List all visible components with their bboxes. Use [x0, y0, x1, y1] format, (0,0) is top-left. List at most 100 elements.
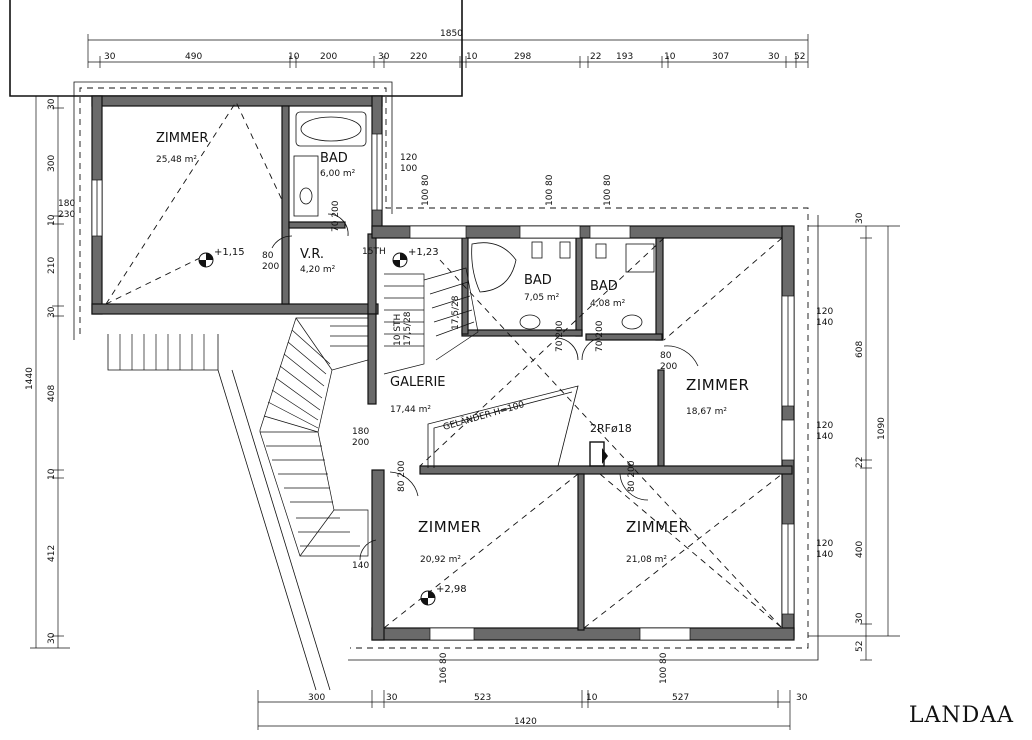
- stair-label: 17,5/28: [451, 295, 461, 330]
- door-mark: 70 200: [555, 320, 565, 352]
- dim-top-seg: 22: [590, 52, 601, 62]
- door-mark: 140: [352, 561, 369, 571]
- sanitary: [293, 111, 655, 467]
- dim-top-seg: 10: [466, 52, 478, 62]
- dim-top-seg: 298: [514, 52, 531, 62]
- dim-top-seg: 490: [185, 52, 202, 62]
- dim-bottom-seg: 523: [474, 693, 491, 703]
- dim-left-seg: 300: [47, 155, 57, 172]
- dim-top-seg: 30: [378, 52, 390, 62]
- dim-left-seg: 10: [47, 468, 57, 480]
- terrace-outline: [348, 215, 819, 661]
- stair-label: 17,5/28: [403, 311, 413, 346]
- dimension-right: 30 608 22 400 30 52 1090: [808, 212, 900, 661]
- room-area: 18,67 m²: [686, 407, 727, 417]
- room-name: BAD: [320, 151, 348, 166]
- door-swings: [271, 213, 699, 561]
- room-area: 21,08 m²: [626, 555, 667, 565]
- dim-top-seg: 220: [410, 52, 427, 62]
- room-area: 4,08 m²: [590, 299, 626, 309]
- dim-left-seg: 412: [47, 545, 57, 562]
- bathtub: [295, 111, 367, 147]
- dim-bottom-seg: 527: [672, 693, 689, 703]
- room-area: 17,44 m²: [390, 405, 431, 415]
- railing-label: GELÄNDER H=100: [442, 399, 526, 433]
- stair-label: 15TH: [362, 247, 386, 257]
- dim-bottom-seg: 30: [386, 693, 398, 703]
- door-mark: 80 200: [627, 460, 637, 492]
- chimney-label: 2RFø18: [590, 422, 632, 435]
- window-mark: 100 80: [603, 174, 613, 206]
- dim-left-seg: 10: [47, 214, 57, 226]
- eaves-outline: [79, 87, 809, 649]
- windows: [91, 133, 795, 641]
- dim-top-seg: 193: [616, 52, 633, 62]
- dim-left-seg: 408: [47, 385, 57, 402]
- dim-top-seg: 30: [104, 52, 116, 62]
- dim-right-seg: 22: [855, 457, 865, 468]
- room-area: 25,48 m²: [156, 155, 197, 165]
- dim-bottom-seg: 300: [308, 693, 325, 703]
- dimension-left: 1440 30 300 10 210 30 408 10 412 30: [25, 95, 70, 649]
- dim-bottom-seg: 30: [796, 693, 808, 703]
- dim-right-seg: 30: [855, 212, 865, 224]
- dim-top-seg: 10: [288, 52, 300, 62]
- chimney: [589, 441, 605, 467]
- dim-right-seg: 52: [855, 641, 865, 652]
- room-name: ZIMMER: [686, 376, 749, 394]
- stair-label: 10 STH: [393, 314, 403, 346]
- dim-top-seg: 30: [768, 52, 780, 62]
- dim-right-seg: 400: [855, 541, 865, 558]
- dim-top-seg: 200: [320, 52, 337, 62]
- room-name: ZIMMER: [156, 131, 208, 146]
- door-mark: 70 200: [595, 320, 605, 352]
- window-mark: 106 80: [439, 652, 449, 684]
- level-markers: +1,15 +1,23 +2,98: [198, 247, 467, 606]
- level-mark: +2,98: [436, 584, 467, 595]
- dim-bottom-total: 1420: [514, 717, 537, 727]
- dim-left-seg: 210: [47, 257, 57, 274]
- dim-bottom-seg: 10: [586, 693, 598, 703]
- shower-bad3: [625, 243, 655, 273]
- dim-right-total: 1090: [877, 417, 887, 440]
- window-mark: 100 80: [545, 174, 555, 206]
- window-mark: 100 80: [421, 174, 431, 206]
- room-diagonals: [105, 101, 783, 629]
- dim-top-seg: 307: [712, 52, 729, 62]
- level-mark: +1,15: [214, 247, 245, 258]
- brand-logo: LANDAA: [908, 703, 1014, 728]
- dim-right-seg: 30: [855, 612, 865, 624]
- room-labels: ZIMMER 25,48 m² BAD 6,00 m² V.R. 4,20 m²…: [156, 131, 749, 565]
- room-name: V.R.: [300, 247, 324, 262]
- room-name: GALERIE: [390, 375, 446, 390]
- corner-tub: [471, 242, 517, 293]
- door-marks-vertical: 70 200 70 200 70 200 80 200 80 200 140 1…: [331, 174, 669, 684]
- dim-left-seg: 30: [47, 98, 57, 110]
- shower-bad1: [293, 155, 319, 217]
- staircase: [107, 267, 579, 691]
- room-area: 4,20 m²: [300, 265, 336, 275]
- dim-right-seg: 608: [855, 341, 865, 358]
- door-mark: 80 200: [397, 460, 407, 492]
- roof-edge: [73, 81, 393, 340]
- room-name: ZIMMER: [626, 518, 689, 536]
- dim-top-seg: 10: [664, 52, 676, 62]
- door-mark: 70 200: [331, 200, 341, 232]
- room-area: 6,00 m²: [320, 169, 356, 179]
- dim-left-total: 1440: [25, 367, 35, 390]
- dim-top-seg: 52: [794, 52, 805, 62]
- window-mark: 100 80: [659, 652, 669, 684]
- room-name: BAD: [524, 273, 552, 288]
- level-mark: +1,23: [408, 247, 439, 258]
- room-area: 7,05 m²: [524, 293, 560, 303]
